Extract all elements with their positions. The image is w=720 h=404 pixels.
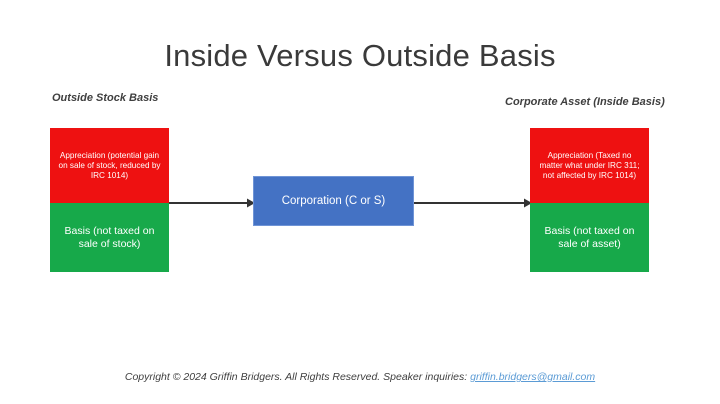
corporation-box: Corporation (C or S) bbox=[253, 176, 414, 226]
right-basis-box: Basis (not taxed on sale of asset) bbox=[530, 203, 649, 272]
footer-email-link[interactable]: griffin.bridgers@gmail.com bbox=[470, 371, 596, 383]
arrow-head bbox=[524, 198, 532, 208]
left-appreciation-box: Appreciation (potential gain on sale of … bbox=[50, 128, 169, 203]
corporation-to-right-arrow bbox=[414, 196, 532, 210]
caption-corporate-asset-inside-basis: Corporate Asset (Inside Basis) bbox=[505, 96, 665, 108]
footer-text: Copyright © 2024 Griffin Bridgers. All R… bbox=[124, 371, 471, 383]
left-basis-box: Basis (not taxed on sale of stock) bbox=[50, 203, 169, 272]
right-appreciation-box: Appreciation (Taxed no matter what under… bbox=[530, 128, 649, 203]
left-to-corporation-arrow bbox=[169, 196, 255, 210]
footer-copyright: Copyright © 2024 Griffin Bridgers. All R… bbox=[0, 371, 720, 383]
corporate-asset-inside-basis-stack: Appreciation (Taxed no matter what under… bbox=[530, 128, 649, 272]
page-title: Inside Versus Outside Basis bbox=[164, 38, 556, 73]
outside-stock-basis-stack: Appreciation (potential gain on sale of … bbox=[50, 128, 169, 272]
arrow-head bbox=[247, 198, 255, 208]
caption-outside-stock-basis: Outside Stock Basis bbox=[52, 92, 159, 104]
